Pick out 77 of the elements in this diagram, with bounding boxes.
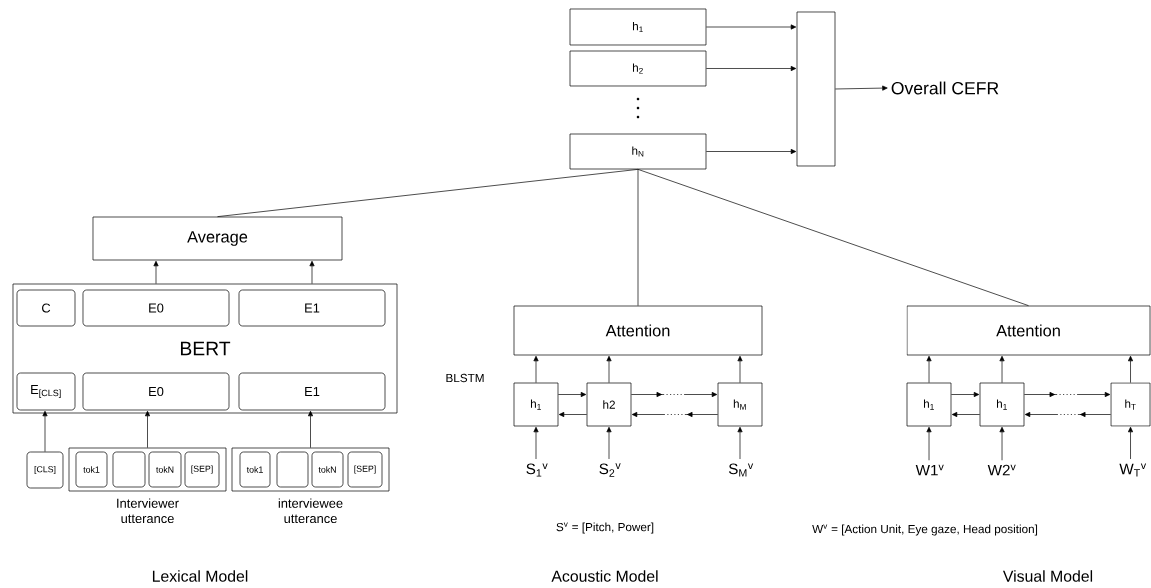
arrow	[926, 355, 932, 383]
arrow	[631, 411, 718, 418]
arrow	[606, 426, 612, 460]
connector-line	[637, 169, 1029, 306]
hidden-state-box: h$_{2}$	[569, 50, 707, 87]
model-title: Acoustic Model	[551, 570, 658, 582]
model-title: Lexical Model	[152, 570, 248, 582]
lstm-cell: h$_{1}$	[906, 382, 952, 427]
arrow	[1128, 355, 1134, 383]
embedding-box: E1	[238, 372, 386, 411]
average-box: Average	[92, 216, 343, 261]
connector-line	[217, 169, 639, 217]
token-group-box	[68, 447, 227, 492]
output-label: Overall CEFR	[891, 81, 999, 95]
lstm-cell: h$_{T}$	[1110, 382, 1151, 427]
arrow	[307, 410, 314, 448]
embedding-box: C	[16, 289, 76, 327]
embedding-box: E$_{[CLS]}$	[16, 372, 76, 411]
embedding-box: E1	[238, 289, 386, 327]
arrow	[706, 148, 797, 155]
lstm-cell: h2	[586, 382, 632, 427]
input-label: S$_{1}$v	[526, 463, 548, 477]
attention-box: Attention	[513, 305, 763, 356]
arrow	[951, 411, 980, 418]
arrow	[153, 260, 159, 284]
attention-box: Attention	[906, 305, 1151, 356]
side-label: BLSTM	[446, 373, 484, 383]
token-box: [SEP]	[347, 451, 383, 488]
input-label: W2$^{v}$	[987, 464, 1016, 476]
token-box	[276, 451, 309, 488]
arrow	[606, 355, 612, 383]
arrow	[1128, 426, 1134, 460]
arrow	[1024, 411, 1111, 418]
arrow	[144, 410, 151, 448]
token-box: tokN	[311, 451, 344, 488]
model-title: Visual Model	[1002, 570, 1093, 582]
token-box: [SEP]	[184, 451, 220, 488]
arrow	[309, 260, 315, 284]
arrow	[706, 24, 797, 30]
token-box: tok1	[239, 451, 271, 488]
arrow	[706, 65, 797, 72]
connector-line	[637, 169, 639, 306]
hidden-state-box: h$_{1}$	[569, 8, 707, 46]
arrow	[951, 391, 980, 398]
lstm-cell: h$_{1}$	[513, 382, 559, 427]
arrow	[999, 355, 1005, 383]
arrow	[737, 355, 743, 383]
arrow	[926, 426, 932, 461]
input-label: W1$^{v}$	[915, 464, 944, 476]
token-box: tok1	[75, 451, 108, 488]
token-box: tokN	[148, 451, 182, 488]
token-box: [CLS]	[26, 451, 64, 489]
arrow	[558, 411, 587, 418]
arrow	[42, 410, 48, 452]
caption-text: interviewee utterance	[278, 498, 343, 524]
arrow	[835, 85, 888, 91]
input-label: S$_{M}$v	[728, 463, 754, 477]
formula-note: S$^{v}$ = [Pitch, Power]	[556, 522, 654, 534]
arrow	[533, 426, 539, 460]
token-group-box	[231, 447, 390, 492]
embedding-box: E0	[82, 372, 230, 411]
input-label: W$_{T}$v	[1119, 463, 1147, 477]
formula-note: W$^{v}$ = [Action Unit, Eye gaze, Head position]	[812, 524, 1038, 536]
arrow	[999, 426, 1005, 461]
hidden-state-box: h$_{N}$	[569, 133, 707, 170]
arrow	[1024, 391, 1111, 398]
caption-text: Interviewer utterance	[117, 498, 179, 524]
arrow	[737, 426, 743, 460]
fusion-box	[796, 11, 836, 167]
input-label: S$_{2}$v	[599, 463, 621, 477]
lstm-cell: h$_{M}$	[717, 382, 763, 427]
embedding-box: E0	[82, 289, 230, 327]
arrow	[631, 391, 718, 398]
arrow	[533, 355, 539, 383]
token-box	[112, 451, 146, 488]
arrow	[558, 391, 587, 398]
lstm-cell: h$_{1}$	[979, 382, 1025, 427]
